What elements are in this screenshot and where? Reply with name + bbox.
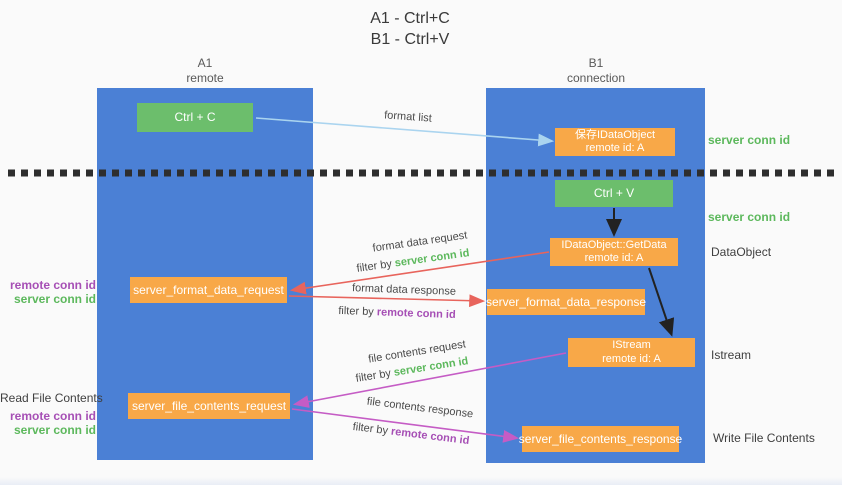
box-idataobject-getdata: IDataObject::GetData remote id: A	[550, 238, 678, 266]
label-dataobject: DataObject	[711, 245, 772, 259]
label-group-format-conn-ids: remote conn id server conn id	[0, 278, 96, 306]
box-ctrl-c: Ctrl + C	[137, 103, 253, 132]
column-a1-subtitle: remote	[186, 71, 224, 85]
box-server-file-contents-response: server_file_contents_response	[518, 426, 683, 452]
label-file-contents-response: file contents response	[366, 395, 474, 421]
box-server-format-data-response: server_format_data_response	[485, 289, 647, 315]
box-istream-line2: remote id: A	[602, 352, 661, 365]
label-read-file-contents: Read File Contents	[0, 391, 103, 405]
title-line-2: B1 - Ctrl+V	[370, 31, 450, 48]
box-server-format-data-response-label: server_format_data_response	[485, 294, 647, 309]
label-format-data-response: format data response	[351, 282, 457, 298]
label-write-file-contents: Write File Contents	[713, 431, 815, 445]
box-server-format-data-request: server_format_data_request	[130, 277, 287, 303]
label-format-list: format list	[383, 109, 433, 125]
column-b1-subtitle: connection	[566, 71, 626, 85]
box-istream-line1: IStream	[612, 339, 651, 352]
label-filter-file-response: filter by remote conn id	[352, 421, 470, 447]
label-server-conn-id-mid: server conn id	[708, 210, 791, 224]
box-server-file-contents-request: server_file_contents_request	[128, 393, 290, 419]
box-server-format-data-request-label: server_format_data_request	[133, 282, 284, 297]
title-line-1: A1 - Ctrl+C	[370, 10, 450, 27]
label-filter-format-request-prefix: filter by	[355, 258, 393, 275]
label-filter-file-response-key: remote conn id	[390, 425, 470, 448]
label-server-conn-id-format: server conn id	[13, 292, 96, 306]
box-save-idataobject: 保存IDataObject remote id: A	[555, 128, 675, 156]
label-istream: Istream	[711, 348, 752, 362]
label-remote-conn-id-format: remote conn id	[9, 278, 96, 292]
label-server-conn-id-file: server conn id	[13, 423, 96, 437]
box-istream: IStream remote id: A	[568, 338, 695, 367]
box-server-file-contents-response-label: server_file_contents_response	[518, 431, 683, 446]
box-server-file-contents-request-label: server_file_contents_request	[131, 398, 287, 413]
label-filter-file-request-prefix: filter by	[354, 367, 392, 385]
column-a1-name: A1	[197, 56, 213, 70]
label-filter-format-request-key: server conn id	[394, 247, 471, 270]
label-server-conn-id-top: server conn id	[708, 133, 791, 147]
label-filter-file-response-prefix: filter by	[352, 420, 389, 438]
bottom-edge-strip	[0, 477, 842, 485]
box-save-idataobject-line2: remote id: A	[585, 142, 645, 154]
label-group-file-conn-ids: remote conn id server conn id	[0, 409, 96, 437]
diagram-title: A1 - Ctrl+C B1 - Ctrl+V	[0, 8, 820, 50]
label-filter-format-response: filter by remote conn id	[338, 305, 456, 321]
box-idataobject-getdata-line1: IDataObject::GetData	[561, 238, 667, 251]
column-header-a1: A1 remote	[155, 56, 255, 86]
box-save-idataobject-text: 保存IDataObject remote id: A	[575, 129, 655, 155]
box-ctrl-c-label: Ctrl + C	[174, 110, 216, 125]
column-b1-name: B1	[588, 56, 604, 70]
label-remote-conn-id-file: remote conn id	[9, 409, 96, 423]
box-ctrl-v-label: Ctrl + V	[593, 186, 635, 201]
box-idataobject-getdata-text: IDataObject::GetData remote id: A	[561, 239, 666, 265]
label-filter-format-response-prefix: filter by	[338, 304, 375, 319]
box-idataobject-getdata-line2: remote id: A	[584, 252, 644, 264]
label-filter-format-response-key: remote conn id	[376, 306, 456, 322]
box-save-idataobject-line1: 保存IDataObject	[574, 128, 656, 141]
box-istream-text: IStream remote id: A	[602, 339, 661, 365]
box-ctrl-v: Ctrl + V	[555, 180, 673, 207]
column-header-b1: B1 connection	[546, 56, 646, 86]
